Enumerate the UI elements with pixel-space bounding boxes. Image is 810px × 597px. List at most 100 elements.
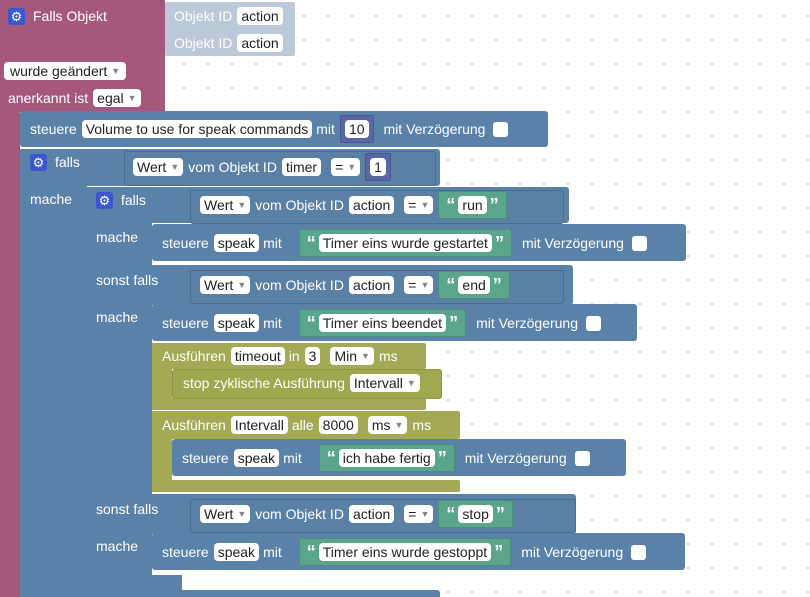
speak-target[interactable]: speak [213, 543, 260, 561]
interval-value[interactable]: 8000 [318, 416, 358, 434]
operator-dropdown[interactable]: =▼ [404, 196, 434, 214]
wert-dropdown[interactable]: Wert▼ [200, 196, 251, 214]
speak-text-slot: “ich habe fertig” [318, 444, 455, 472]
chevron-down-icon: ▼ [361, 351, 370, 361]
interval-unit-dropdown[interactable]: ms▼ [367, 416, 408, 434]
condition-string[interactable]: end [458, 276, 490, 294]
mache-label-row-3: mache [96, 531, 143, 561]
condition-string-slot: “stop” [438, 500, 513, 528]
delay-checkbox[interactable] [631, 544, 647, 560]
chevron-down-icon: ▼ [406, 378, 416, 388]
gear-icon[interactable]: ⚙ [30, 153, 47, 171]
mache-label: mache [96, 538, 139, 554]
object-id-value[interactable]: action [237, 7, 283, 25]
delay-label: mit Verzögerung [464, 450, 567, 466]
chevron-down-icon: ▼ [127, 93, 137, 103]
timeout-name[interactable]: timeout [230, 347, 285, 365]
speak-row-2: steuere speak mit “Timer eins beendet” m… [162, 308, 602, 338]
interval-name[interactable]: Intervall [230, 416, 288, 434]
delay-checkbox[interactable] [493, 121, 509, 137]
mache-label: mache [96, 229, 139, 245]
speak-text[interactable]: ich habe fertig [338, 449, 435, 467]
timeout-unit-dropdown[interactable]: Min▼ [330, 347, 374, 365]
mache-label-row-1: mache [96, 222, 143, 252]
outer-if-spine [20, 149, 87, 597]
object-id-row-2: Objekt ID action [174, 28, 287, 58]
delay-label: mit Verzögerung [521, 235, 624, 251]
ack-row: anerkannt ist egal▼ [8, 83, 146, 113]
timeout-value[interactable]: 3 [304, 347, 321, 365]
steuere-label: steuere [182, 450, 229, 466]
wert-dropdown[interactable]: Wert▼ [133, 158, 184, 176]
timeout-block-footer [152, 398, 426, 410]
speak-row-1: steuere speak mit “Timer eins wurde gest… [162, 228, 647, 258]
chevron-down-icon: ▼ [394, 420, 404, 430]
volume-target[interactable]: Volume to use for speak commands [81, 120, 313, 138]
chevron-down-icon: ▼ [347, 162, 357, 172]
speak-text[interactable]: Timer eins wurde gestartet [318, 234, 492, 252]
speak-text[interactable]: Timer eins wurde gestoppt [318, 543, 492, 561]
mache-label: mache [30, 191, 73, 207]
speak-target[interactable]: speak [213, 234, 260, 252]
object-id-label: Objekt ID [174, 35, 233, 51]
operator-dropdown[interactable]: =▼ [404, 505, 434, 523]
timeout-row: Ausführen timeout in 3 Min▼ ms [162, 341, 403, 371]
inner-condition-row-2: Wert▼ vom Objekt ID action =▼ “end” [200, 270, 514, 300]
gear-icon[interactable]: ⚙ [96, 191, 113, 209]
interval-block-spine [152, 411, 172, 492]
object-id-label: Objekt ID [174, 8, 233, 24]
operator-dropdown[interactable]: =▼ [331, 158, 361, 176]
sonst-falls-label: sonst falls [96, 501, 159, 517]
speak-target[interactable]: speak [233, 449, 280, 467]
condition-object[interactable]: action [348, 505, 395, 523]
operator-dropdown[interactable]: =▼ [404, 276, 434, 294]
stop-target-dropdown[interactable]: Intervall▼ [349, 374, 420, 392]
delay-label: mit Verzögerung [476, 315, 579, 331]
in-label: in [288, 348, 300, 364]
falls-label: falls [55, 154, 80, 170]
chevron-down-icon: ▼ [170, 162, 180, 172]
condition-value[interactable]: 1 [370, 158, 386, 176]
chevron-down-icon: ▼ [420, 200, 430, 210]
speak-text-slot: “Timer eins beendet” [298, 309, 467, 337]
wert-dropdown[interactable]: Wert▼ [200, 276, 251, 294]
ausfuehren-label: Ausführen [162, 417, 226, 433]
delay-checkbox[interactable] [574, 450, 590, 466]
volume-value-slot: 10 [339, 115, 374, 143]
falls-label: falls [121, 192, 146, 208]
interval-row: Ausführen Intervall alle 8000 ms▼ ms [162, 410, 436, 440]
delay-checkbox[interactable] [631, 235, 647, 251]
condition-object[interactable]: action [348, 276, 395, 294]
speak-target[interactable]: speak [213, 314, 260, 332]
ack-dropdown[interactable]: egal▼ [93, 89, 141, 107]
delay-label: mit Verzögerung [383, 121, 486, 137]
condition-string[interactable]: run [458, 196, 487, 214]
gear-icon[interactable]: ⚙ [8, 7, 25, 25]
volume-value[interactable]: 10 [344, 120, 369, 138]
ms-label: ms [378, 348, 398, 364]
interval-block-header[interactable] [152, 411, 460, 439]
steuere-label: steuere [162, 235, 209, 251]
speak-text[interactable]: Timer eins beendet [318, 314, 447, 332]
wert-dropdown[interactable]: Wert▼ [200, 505, 251, 523]
chevron-down-icon: ▼ [111, 66, 121, 76]
trigger-title: Falls Objekt [33, 8, 107, 24]
delay-label: mit Verzögerung [521, 544, 624, 560]
timeout-block-header[interactable] [152, 343, 426, 369]
stop-interval-row: stop zyklische Ausführung Intervall▼ [183, 368, 425, 398]
mit-label: mit [263, 315, 282, 331]
condition-object[interactable]: timer [281, 158, 322, 176]
delay-checkbox[interactable] [586, 315, 602, 331]
outer-condition-row: Wert▼ vom Objekt ID timer =▼ 1 [133, 152, 395, 182]
condition-string[interactable]: stop [458, 505, 493, 523]
changed-dropdown[interactable]: wurde geändert▼ [4, 62, 127, 80]
timeout-block-spine [152, 343, 172, 410]
object-id-value[interactable]: action [237, 34, 283, 52]
ack-label: anerkannt ist [8, 90, 89, 106]
next-block-partial[interactable] [115, 590, 440, 597]
chevron-down-icon: ▼ [237, 280, 247, 290]
mit-label: mit [316, 121, 335, 137]
ms-label: ms [412, 417, 432, 433]
steuere-label: steuere [30, 121, 77, 137]
condition-object[interactable]: action [348, 196, 395, 214]
